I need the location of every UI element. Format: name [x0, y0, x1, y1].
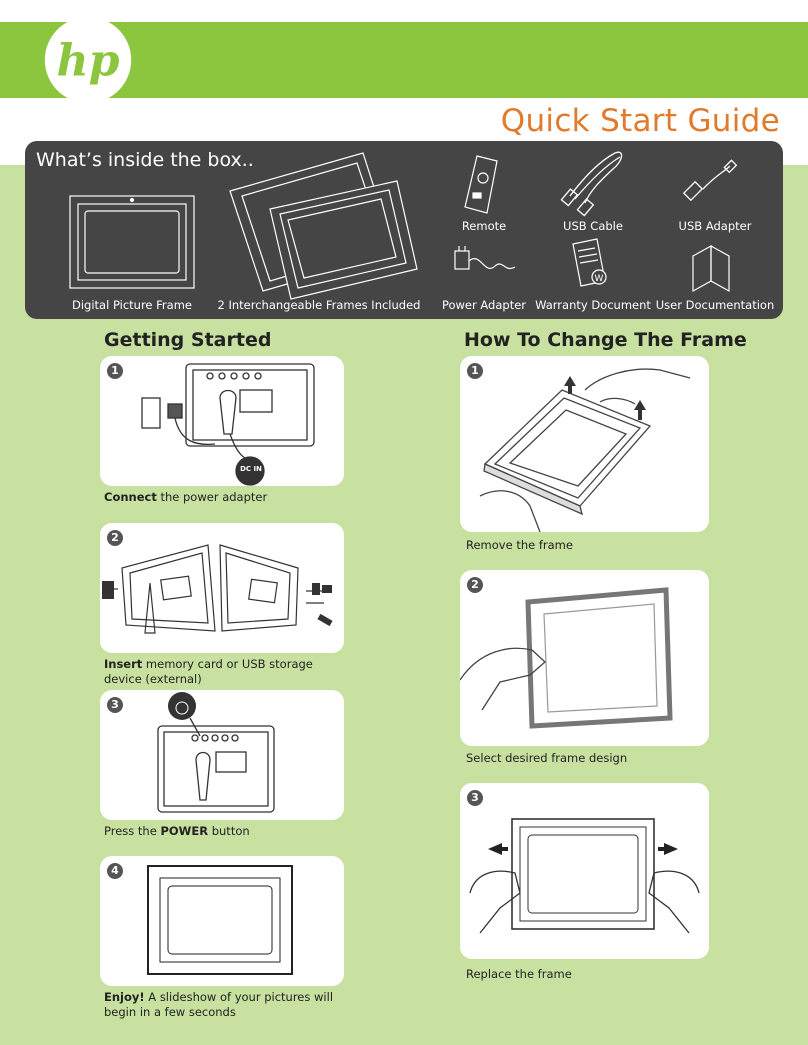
step-number: 2: [467, 577, 483, 593]
gs-step-2-caption: Insert memory card or USB storage device…: [104, 657, 313, 686]
connect-power-illustration: DC IN: [141, 363, 315, 486]
usb-cable-illustration: [560, 151, 623, 217]
svg-text:hp: hp: [57, 35, 120, 86]
cf-step-1-caption: Remove the frame: [466, 538, 573, 552]
gs-step-1-caption: Connect the power adapter: [104, 490, 268, 504]
gs-step-2-card: 2: [100, 523, 344, 653]
remote-illustration: [464, 155, 498, 214]
gs-step-4-card: 4: [100, 856, 344, 986]
step-number: 3: [467, 790, 483, 806]
cf-step-2-card: 2: [460, 570, 709, 746]
select-frame-illustration: [460, 587, 673, 729]
page-title: Quick Start Guide: [500, 103, 780, 139]
item-label-usb-cable: USB Cable: [563, 219, 623, 233]
interchangeable-frames-illustration: [229, 152, 418, 300]
item-label-user-doc: User Documentation: [655, 298, 775, 312]
power-adapter-illustration: [454, 246, 516, 270]
item-label-usb-adapter: USB Adapter: [678, 219, 752, 233]
item-label-frames: 2 Interchangeable Frames Included: [217, 298, 421, 312]
replace-frame-illustration: [469, 818, 700, 934]
change-frame-heading: How To Change The Frame: [464, 329, 747, 351]
gs-step-3-caption: Press the POWER button: [104, 824, 250, 838]
gs-step-4-caption: Enjoy! A slideshow of your pictures will…: [104, 990, 334, 1019]
usb-adapter-illustration: [682, 159, 738, 202]
inside-box-heading: What’s inside the box..: [36, 149, 254, 171]
item-label-warranty: Warranty Document: [535, 298, 651, 312]
gs-step-1-card: 1 DC IN: [100, 356, 344, 486]
slideshow-illustration: [147, 865, 293, 975]
cf-step-3-card: 3: [460, 783, 709, 959]
warranty-document-illustration: W: [572, 238, 607, 287]
step-number: 3: [107, 697, 123, 713]
inside-box-illustrations: W: [69, 151, 738, 300]
getting-started-heading: Getting Started: [104, 329, 272, 351]
step-number: 1: [467, 363, 483, 379]
power-button-illustration: [157, 692, 275, 813]
cf-step-2-caption: Select desired frame design: [466, 751, 628, 765]
step-number: 2: [107, 530, 123, 546]
gs-step-3-card: 3: [100, 690, 344, 820]
insert-card-illustration: [102, 544, 333, 634]
cf-step-3-caption: Replace the frame: [466, 967, 572, 981]
digital-frame-illustration: [69, 195, 195, 289]
step-number: 1: [107, 363, 123, 379]
item-label-power-adapter: Power Adapter: [441, 298, 527, 312]
dc-in-label: DC IN: [240, 465, 262, 473]
brand-bar: [0, 22, 808, 98]
svg-text:W: W: [595, 274, 604, 284]
inside-box-panel: What’s inside the box..: [25, 141, 783, 319]
user-documentation-illustration: [692, 244, 730, 293]
remove-frame-illustration: [479, 368, 691, 532]
item-label-remote: Remote: [461, 219, 507, 233]
item-label-digital-frame: Digital Picture Frame: [72, 298, 192, 312]
hp-logo: hp: [44, 16, 132, 104]
cf-step-1-card: 1: [460, 356, 709, 532]
step-number: 4: [107, 863, 123, 879]
